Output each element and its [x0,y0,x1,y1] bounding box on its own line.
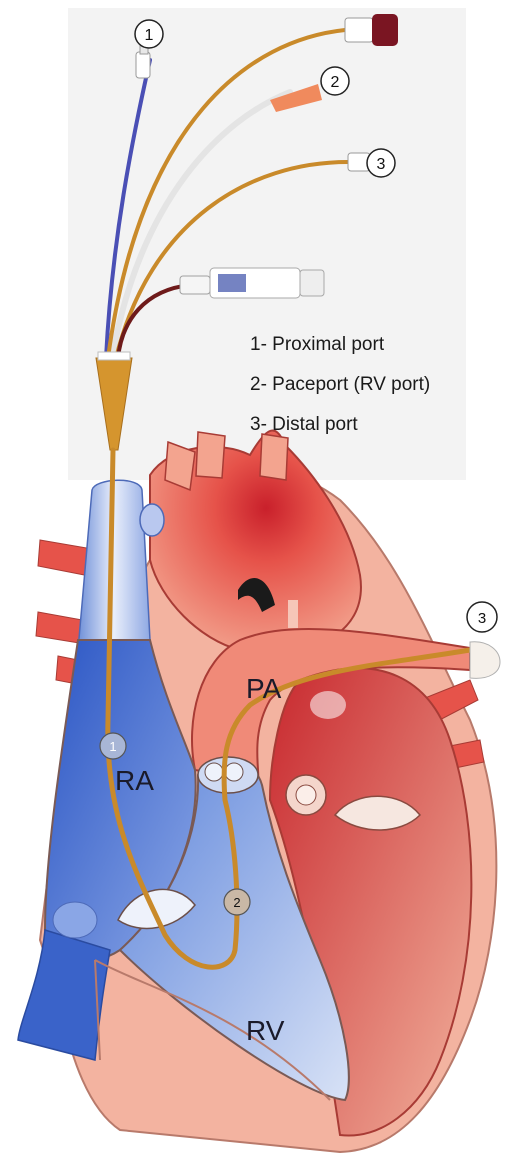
svg-text:1: 1 [109,739,116,754]
svg-text:2: 2 [331,74,340,91]
port-marker-top-1: 1 [135,20,163,48]
port-marker-heart-3: 3 [467,602,497,632]
port-marker-top-3: 3 [367,149,395,177]
label-rv: RV [246,1015,285,1046]
legend-distal-port: 3- Distal port [250,414,358,436]
svg-text:3: 3 [377,156,386,173]
svg-text:1: 1 [145,27,154,44]
aortic-valve [286,775,326,815]
ligament [288,600,298,628]
legend-proximal-port: 1- Proximal port [250,334,384,356]
junction-band [98,352,130,360]
distal-balloon [470,642,500,679]
svg-text:2: 2 [233,895,240,910]
svg-text:3: 3 [478,610,486,627]
pulmonic-valve [198,757,258,793]
azygos-stub [140,504,164,536]
label-ra: RA [115,765,154,796]
label-pa: PA [246,673,282,704]
lv-highlight [310,691,346,719]
catheter-panel [68,8,466,480]
port-marker-heart-1: 1 [100,733,126,759]
port-marker-heart-2: 2 [224,889,250,915]
coronary-sinus [53,902,97,938]
legend-paceport: 2- Paceport (RV port) [250,374,430,396]
port-marker-top-2: 2 [321,67,349,95]
thermistor-connector [345,14,398,46]
